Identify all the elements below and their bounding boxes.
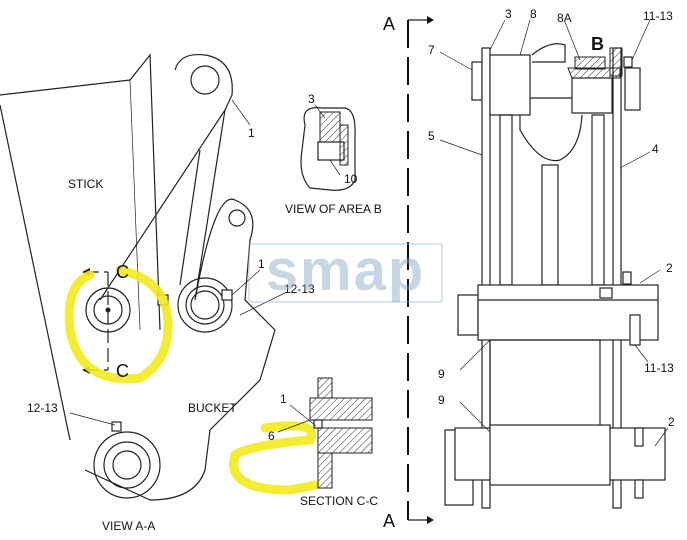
callout: 12-13 [27,401,58,415]
view-b-label: VIEW OF AREA B [285,202,382,216]
section-a-top: A [383,14,395,34]
coupler-front-view [444,43,666,509]
highlight-section-c [229,421,320,495]
callout: 11-13 [643,9,673,23]
callout: 2 [666,261,673,275]
stick-outline [0,53,161,441]
section-a-bottom: A [383,511,395,531]
section-c-bottom: C [116,361,129,381]
pin-bottom [93,421,161,499]
highlight-circle-pin [64,265,173,384]
callout: 1 [280,392,287,406]
area-b-detail [300,107,356,191]
callout: 8A [557,11,572,25]
callout: 2 [668,415,675,429]
leader-lines [69,19,669,447]
linkage-outline [84,53,276,501]
callout: 1 [258,257,265,271]
callout: 7 [428,43,435,57]
section-c-top: C [116,262,129,282]
watermark-logo: smap [248,242,443,303]
section-c-label: SECTION C-C [300,494,378,508]
callout: 1 [248,126,255,140]
area-b-marker: B [591,34,604,54]
callout: 3 [505,7,512,21]
callout: 12-13 [284,282,315,296]
callout: 5 [428,129,435,143]
callout: 9 [438,393,445,407]
callout: 11-13 [644,361,674,375]
bucket-label: BUCKET [188,401,237,415]
callout: 8 [530,7,537,21]
callout: 4 [652,142,659,156]
callout: 3 [308,92,315,106]
stick-label: STICK [68,177,103,191]
section-a-line [407,16,434,524]
callout: 6 [268,429,275,443]
callout: 9 [438,367,445,381]
callout: 10 [344,172,358,186]
view-a-label: VIEW A-A [102,519,155,533]
section-c-c-detail [309,377,373,489]
